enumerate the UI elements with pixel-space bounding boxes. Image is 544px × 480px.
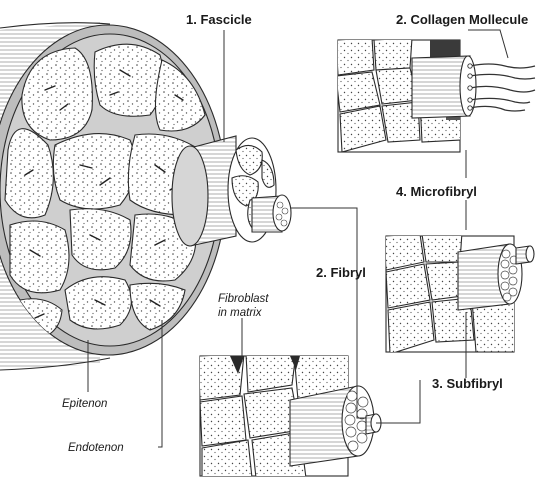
subfibryl-panel <box>384 232 534 354</box>
fibryl-panel <box>198 352 381 478</box>
fibryl-extrusion <box>252 195 291 232</box>
label-endotenon: Endotenon <box>68 442 124 454</box>
label-microfibryl: 4. Microfibryl <box>396 184 477 199</box>
label-collagen-molecule: 2. Collagen Mollecule <box>396 12 528 27</box>
label-fibroblast-line2: in matrix <box>218 307 263 319</box>
label-epitenon: Epitenon <box>62 398 107 410</box>
label-fascicle: 1. Fascicle <box>186 12 252 27</box>
collagen-molecule-panel <box>336 38 535 152</box>
label-fibryl: 2. Fibryl <box>316 265 366 280</box>
label-subfibryl: 3. Subfibryl <box>432 376 503 391</box>
label-fibroblast-line1: Fibroblast <box>218 293 269 305</box>
